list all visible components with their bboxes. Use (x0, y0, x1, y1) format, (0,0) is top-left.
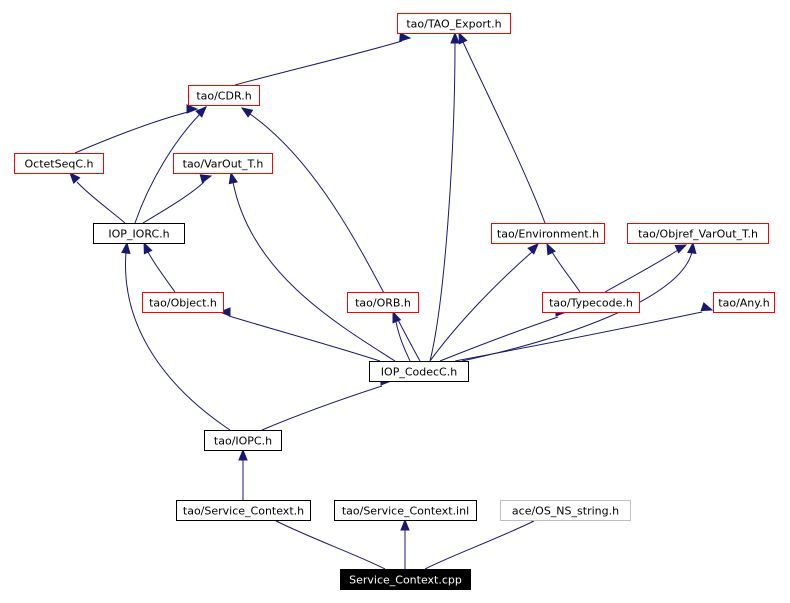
arrowhead (527, 243, 539, 255)
arrowhead (458, 31, 468, 45)
node-octetseqc[interactable]: OctetSeqC.h (14, 153, 104, 174)
arrowhead (687, 241, 697, 254)
node-box (188, 85, 260, 106)
node-label: tao/CDR.h (196, 90, 251, 103)
arrowhead (240, 107, 254, 118)
node-label: tao/IOPC.h (214, 435, 272, 448)
node-box (93, 223, 185, 244)
node-box (500, 500, 631, 521)
node-label: tao/ORB.h (355, 297, 411, 310)
node-box (627, 223, 769, 244)
arrowhead (400, 518, 410, 531)
node-label: tao/Environment.h (497, 228, 599, 241)
node-box (542, 292, 640, 313)
node-tao-object[interactable]: tao/Object.h (142, 292, 224, 313)
arrowhead (186, 104, 199, 114)
include-edge (234, 40, 403, 86)
dependency-edges (69, 31, 714, 570)
node-box (713, 292, 775, 313)
include-edge (249, 113, 421, 362)
node-label: tao/Typecode.h (549, 297, 633, 310)
node-label: IOP_IORC.h (108, 228, 169, 241)
arrowhead (199, 174, 213, 184)
include-edge (439, 316, 559, 362)
include-edge (134, 113, 201, 224)
node-label: Service_Context.cpp (349, 574, 462, 587)
include-edge (604, 249, 679, 293)
node-box (334, 500, 477, 521)
node-tao-service-context-inl[interactable]: tao/Service_Context.inl (334, 500, 477, 521)
node-label: tao/Object.h (149, 297, 217, 310)
arrowhead (546, 242, 556, 256)
arrowhead (450, 31, 460, 44)
arrowhead (218, 307, 231, 317)
node-label: tao/Service_Context.inl (342, 505, 469, 518)
node-tao-iopc[interactable]: tao/IOPC.h (204, 430, 282, 451)
node-box (14, 153, 104, 174)
node-box (340, 569, 471, 590)
node-tao-typecode[interactable]: tao/Typecode.h (542, 292, 640, 313)
node-tao-orb[interactable]: tao/ORB.h (347, 292, 419, 313)
node-label: tao/Service_Context.h (183, 505, 304, 518)
include-edge (429, 251, 533, 362)
node-tao-environment[interactable]: tao/Environment.h (491, 223, 605, 244)
include-edge (461, 251, 693, 362)
arrowhead (143, 241, 153, 255)
node-iop-iorc[interactable]: IOP_IORC.h (93, 223, 185, 244)
node-box (173, 153, 273, 174)
node-service-context-cpp[interactable]: Service_Context.cpp (340, 569, 471, 590)
node-box (397, 13, 511, 34)
arrowhead (69, 171, 81, 184)
node-tao-export[interactable]: tao/TAO_Export.h (397, 13, 511, 34)
node-label: tao/VarOut_T.h (183, 158, 264, 171)
node-box (204, 430, 282, 451)
node-label: tao/Objref_VarOut_T.h (638, 228, 758, 241)
node-label: tao/TAO_Export.h (406, 18, 501, 31)
node-tao-service-context-h[interactable]: tao/Service_Context.h (176, 500, 311, 521)
node-label: ace/OS_NS_string.h (512, 505, 619, 518)
include-edge (125, 251, 231, 431)
arrowhead (195, 106, 207, 118)
include-edge (395, 321, 411, 362)
node-tao-objref-varout[interactable]: tao/Objref_VarOut_T.h (627, 223, 769, 244)
include-edge (429, 41, 456, 362)
include-edge (275, 520, 386, 570)
node-label: OctetSeqC.h (25, 158, 94, 171)
node-box (347, 292, 419, 313)
arrowhead (700, 302, 714, 312)
node-iop-codecc[interactable]: IOP_CodecC.h (369, 361, 469, 382)
include-edge (142, 181, 205, 224)
include-edge (424, 520, 535, 570)
include-edge (261, 385, 383, 431)
node-tao-any[interactable]: tao/Any.h (713, 292, 775, 313)
node-box (176, 500, 311, 521)
node-box (369, 361, 469, 382)
include-edge (232, 181, 396, 362)
include-edge (147, 251, 176, 293)
node-box (491, 223, 605, 244)
arrowhead (238, 448, 248, 461)
node-ace-os-ns-string[interactable]: ace/OS_NS_string.h (500, 500, 631, 521)
arrowhead (674, 244, 688, 254)
node-label: tao/Any.h (718, 297, 769, 310)
node-box (142, 292, 224, 313)
include-edge (76, 181, 126, 224)
include-edge (462, 41, 546, 224)
arrowhead (228, 171, 238, 185)
arrowhead (399, 32, 412, 42)
include-edge (228, 315, 381, 362)
arrowhead (121, 241, 131, 254)
node-tao-varout[interactable]: tao/VarOut_T.h (173, 153, 273, 174)
node-tao-cdr[interactable]: tao/CDR.h (188, 85, 260, 106)
node-label: IOP_CodecC.h (381, 366, 457, 379)
include-edge (551, 251, 581, 293)
include-edge (74, 111, 189, 154)
